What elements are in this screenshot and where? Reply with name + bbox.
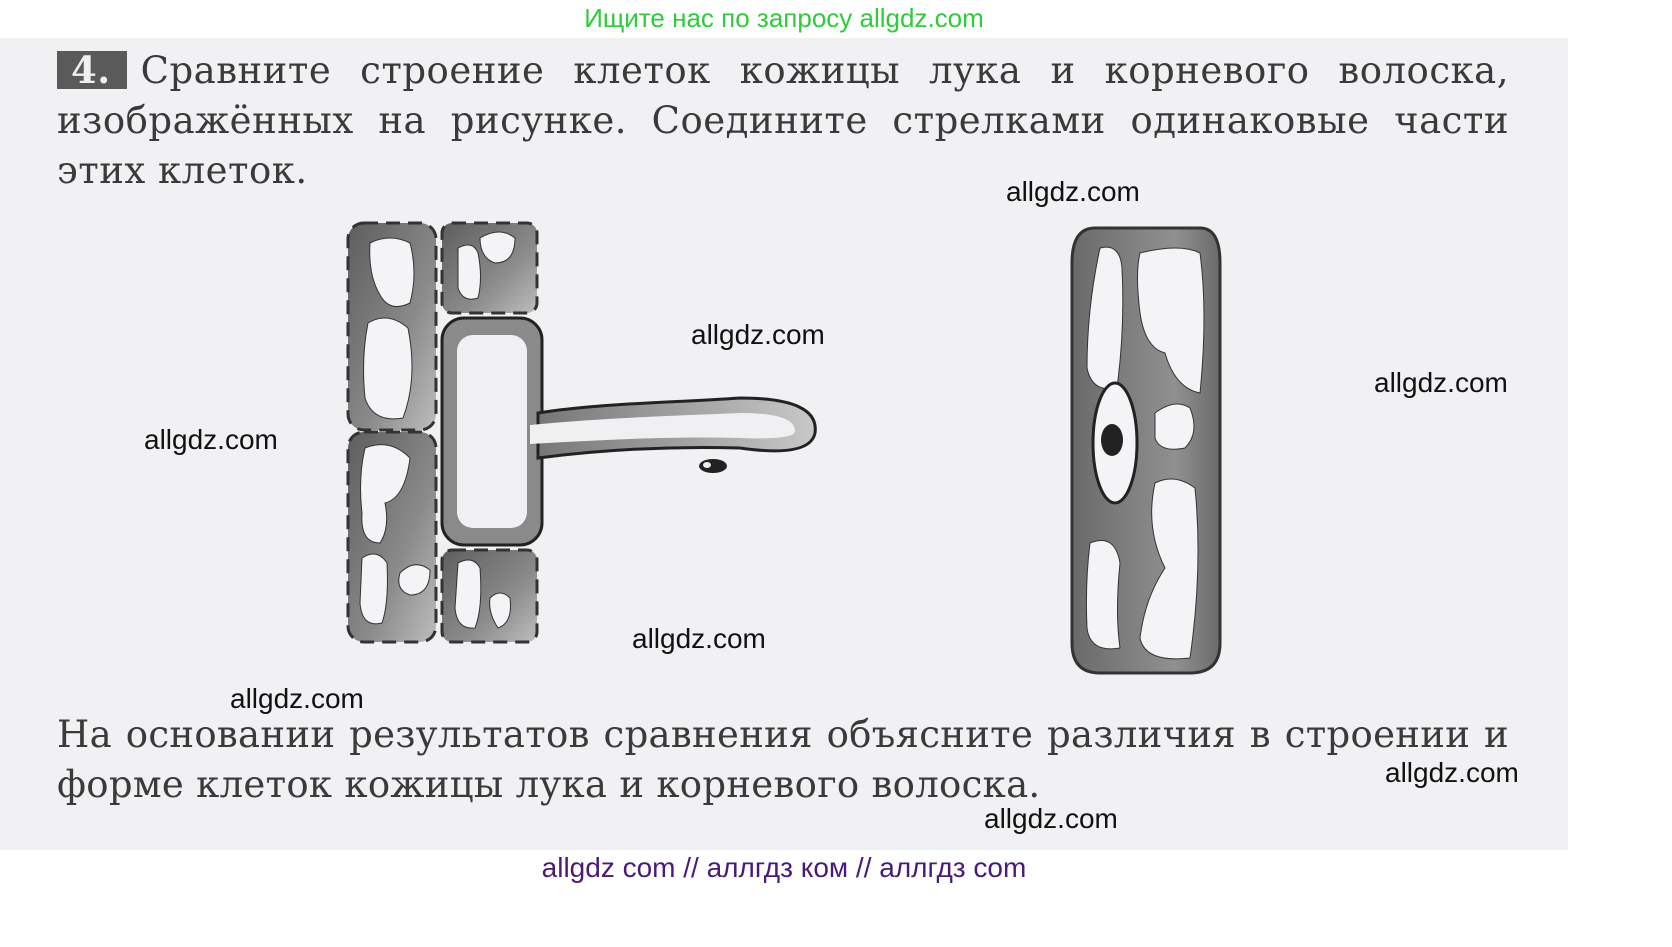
- watermark: allgdz.com: [691, 319, 825, 350]
- task-text: Сравните строение клеток кожицы лука и к…: [57, 49, 1509, 192]
- watermark: allgdz.com: [984, 803, 1118, 834]
- question-text: На основании результатов сравнения объяс…: [57, 713, 1509, 806]
- watermark: allgdz.com: [230, 683, 364, 714]
- watermark: allgdz.com: [1006, 176, 1140, 207]
- onion-cell-figure: [1070, 226, 1222, 675]
- task-number-badge: 4.: [57, 51, 127, 89]
- root-hair-figure: [346, 221, 817, 644]
- watermark: allgdz.com: [144, 424, 278, 455]
- watermark: allgdz.com: [1374, 367, 1508, 398]
- site-footer-bar: allgdz com // аллгдз ком // аллгдз com: [0, 850, 1568, 890]
- watermark: allgdz.com: [1385, 757, 1519, 788]
- textbook-page: 4.Сравните строение клеток кожицы лука и…: [0, 38, 1568, 850]
- search-banner: Ищите нас по запросу allgdz.com: [0, 0, 1568, 38]
- watermark: allgdz.com: [632, 623, 766, 654]
- task-statement: 4.Сравните строение клеток кожицы лука и…: [57, 46, 1509, 196]
